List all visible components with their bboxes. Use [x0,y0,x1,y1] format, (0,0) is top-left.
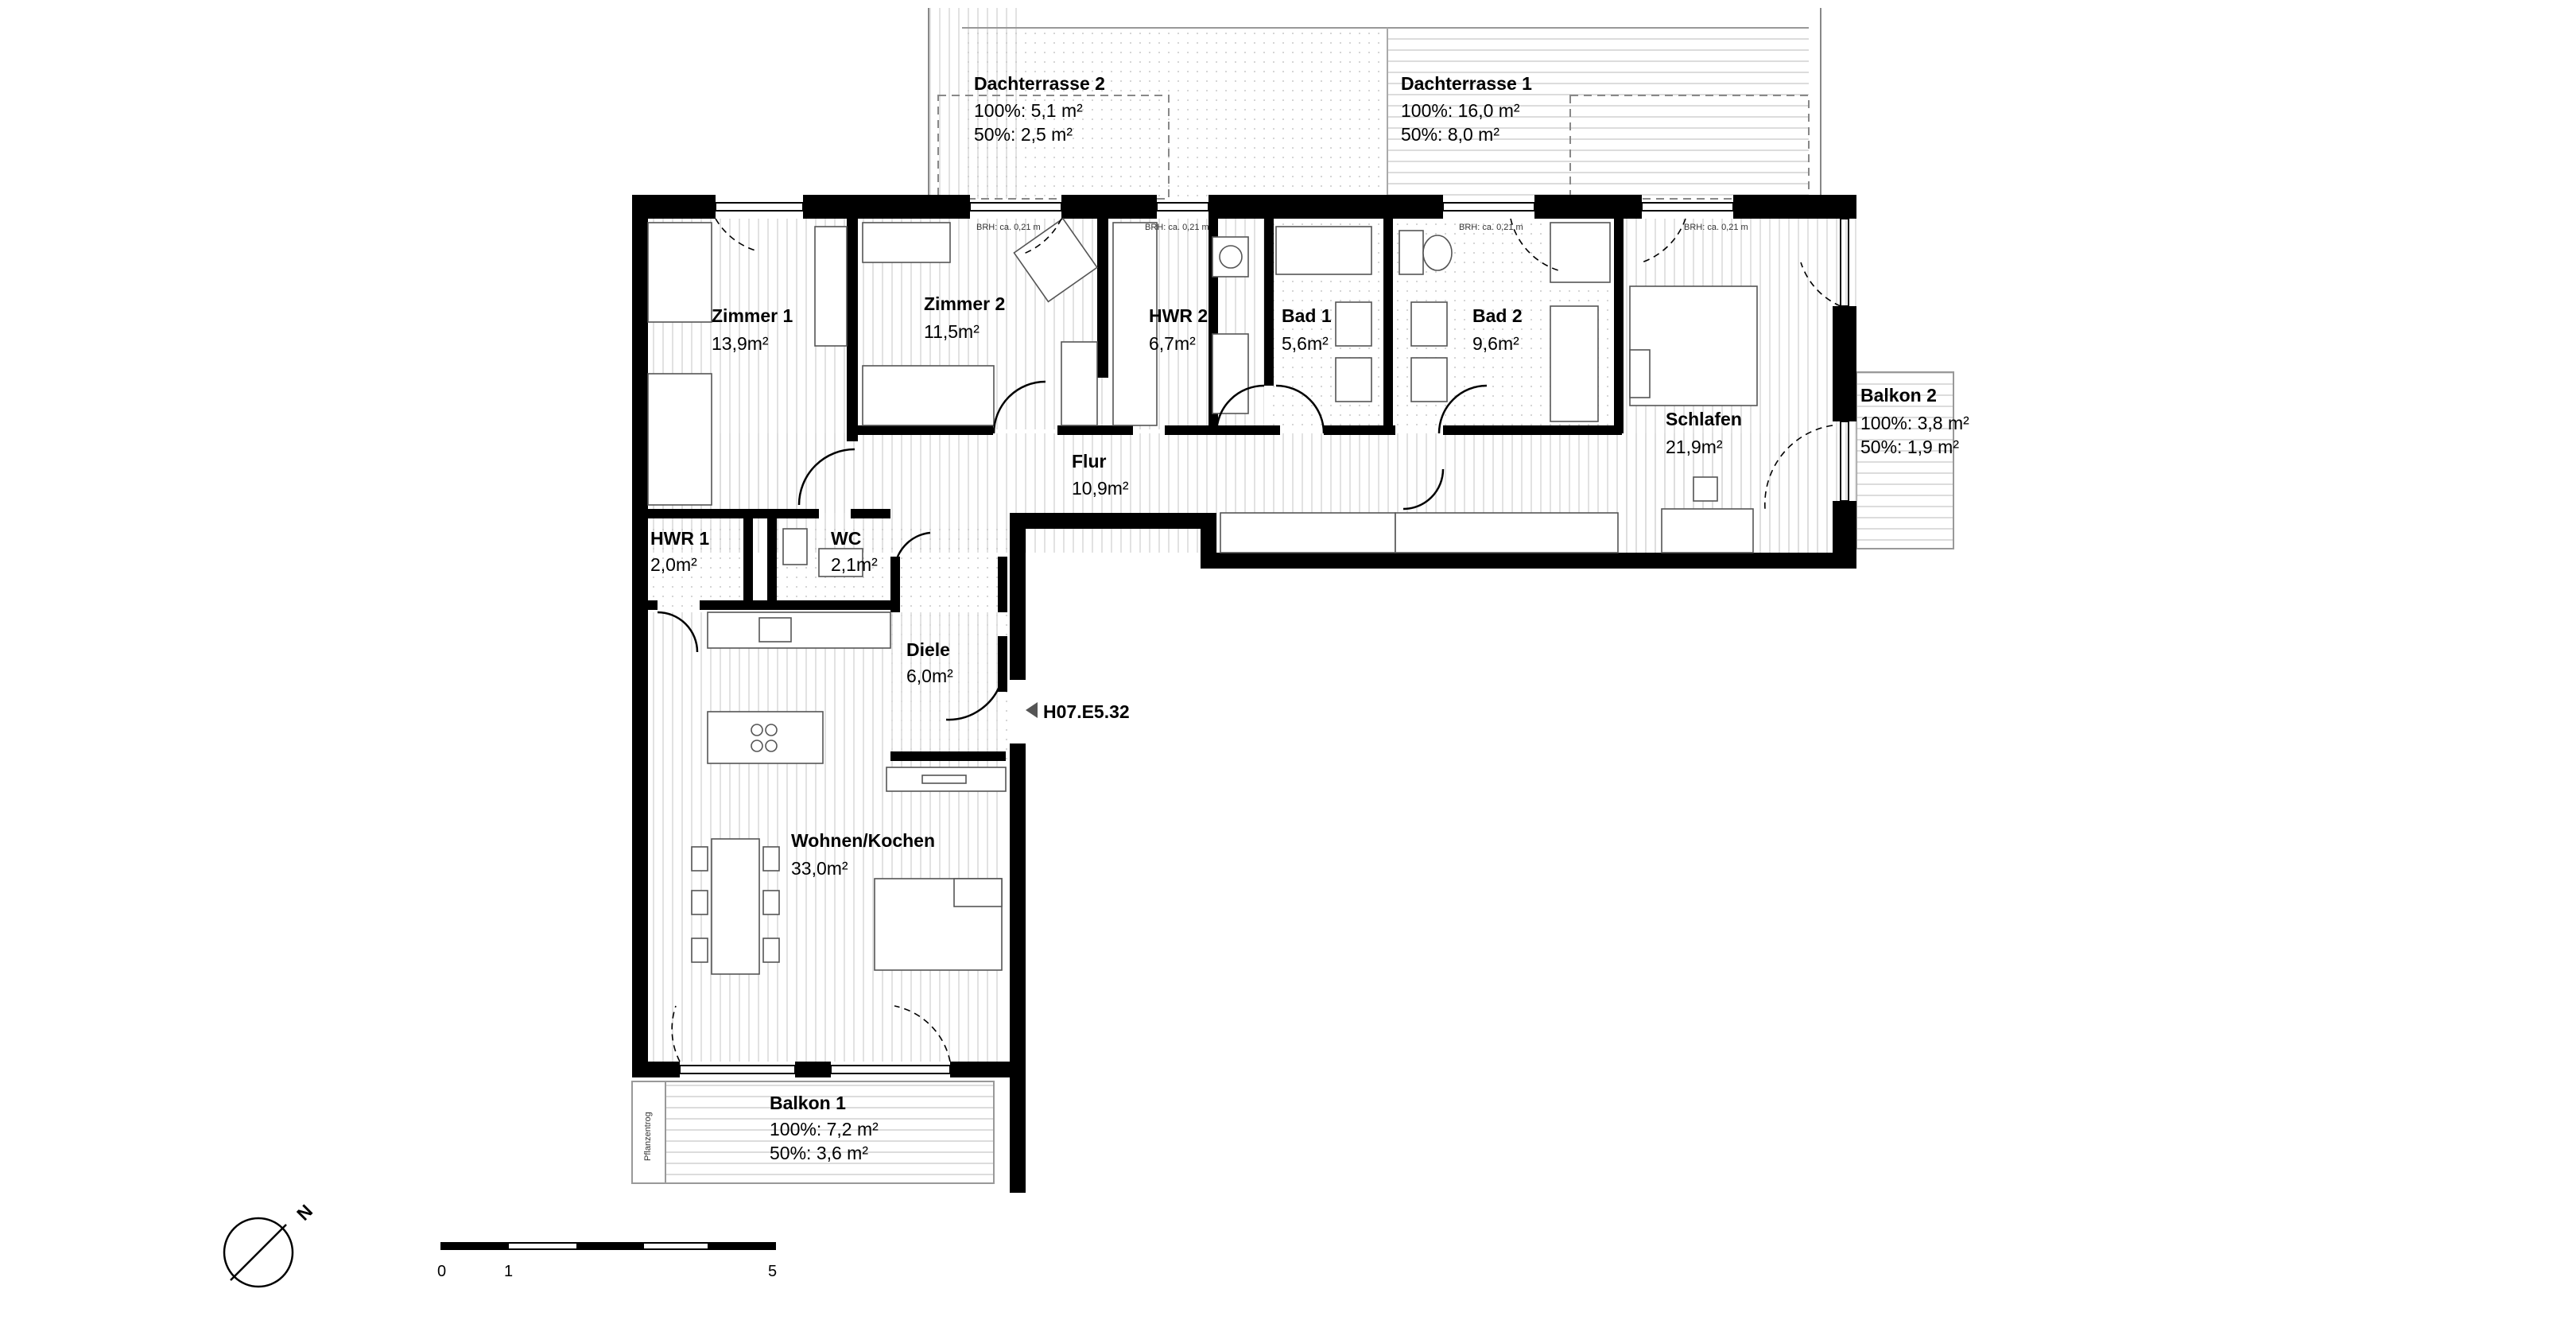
room-label-hwr2: HWR 2 6,7m² [1149,305,1208,354]
balkon2-area-half: 50%: 1,9 m² [1860,437,1959,457]
room-label-bad1: Bad 1 5,6m² [1282,305,1332,354]
balkon1-area-half: 50%: 3,6 m² [770,1143,868,1163]
zimmer2-area: 11,5m² [924,321,980,342]
bad1-name: Bad 1 [1282,305,1332,326]
scale-label: 1 [504,1263,513,1280]
hwr1-area: 2,0m² [650,554,697,575]
dachterrasse1-area-half: 50%: 8,0 m² [1401,124,1499,145]
balkon2-area-full: 100%: 3,8 m² [1860,413,1969,433]
room-label-hwr1: HWR 1 2,0m² [650,528,709,575]
room-label-balkon2: Balkon 2 100%: 3,8 m² 50%: 1,9 m² [1860,385,1969,457]
zimmer1-area: 13,9m² [712,333,769,354]
hwr2-name: HWR 2 [1149,305,1208,326]
wc-name: WC [831,528,861,549]
balkon1-area-full: 100%: 7,2 m² [770,1119,879,1139]
bad2-area: 9,6m² [1472,333,1519,354]
windows [679,202,1849,1074]
flur-area: 10,9m² [1072,478,1129,499]
room-label-diele: Diele 6,0m² [906,639,953,686]
hwr1-name: HWR 1 [650,528,709,549]
scale-label: 0 [437,1263,446,1280]
dachterrasse2-area-half: 50%: 2,5 m² [974,124,1073,145]
furniture [647,217,1758,975]
wohnen-area: 33,0m² [791,858,848,879]
north-arrow-icon: N [223,1201,316,1288]
brh-label: BRH: ca. 0,21 m [1684,223,1748,232]
scale-label: 5 [768,1263,777,1280]
brh-label: BRH: ca. 0,21 m [1145,223,1209,232]
dachterrasse2-area-full: 100%: 5,1 m² [974,100,1083,121]
walls [632,195,1856,1193]
schlafen-name: Schlafen [1666,409,1742,429]
room-label-dachterrasse1: Dachterrasse 1 100%: 16,0 m² 50%: 8,0 m² [1401,73,1532,145]
hwr2-area: 6,7m² [1149,333,1196,354]
room-label-wc: WC 2,1m² [831,528,878,575]
schlafen-area: 21,9m² [1666,437,1723,457]
diele-name: Diele [906,639,950,660]
bad1-area: 5,6m² [1282,333,1329,354]
doors [657,218,1841,1062]
room-label-zimmer2: Zimmer 2 11,5m² [924,293,1005,342]
wohnen-name: Wohnen/Kochen [791,830,935,851]
dachterrasse2-name: Dachterrasse 2 [974,73,1105,94]
unit-id: H07.E5.32 [1043,701,1130,722]
entrance-arrow-icon [1026,702,1038,718]
balcony-2-area [1856,371,1954,549]
dachterrasse1-area-full: 100%: 16,0 m² [1401,100,1520,121]
north-label: N [293,1201,316,1225]
brh-label: BRH: ca. 0,21 m [1459,223,1523,232]
room-label-schlafen: Schlafen 21,9m² [1666,409,1742,457]
room-label-zimmer1: Zimmer 1 13,9m² [712,305,793,354]
scale-bar: 0 1 5 [437,1242,777,1280]
room-label-balkon1: Balkon 1 100%: 7,2 m² 50%: 3,6 m² [770,1093,879,1163]
balkon1-name: Balkon 1 [770,1093,846,1113]
balkon2-name: Balkon 2 [1860,385,1937,406]
room-label-bad2: Bad 2 9,6m² [1472,305,1523,354]
bad2-name: Bad 2 [1472,305,1523,326]
room-label-wohnen: Wohnen/Kochen 33,0m² [791,830,935,879]
brh-label: BRH: ca. 0,21 m [976,223,1041,232]
room-label-dachterrasse2: Dachterrasse 2 100%: 5,1 m² 50%: 2,5 m² [974,73,1105,145]
diele-area: 6,0m² [906,666,953,686]
planter-note: Pflanzentrog [643,1112,653,1161]
roof-terrace-area [928,8,1821,200]
balcony-1-area [631,1081,995,1184]
wc-area: 2,1m² [831,554,878,575]
room-label-flur: Flur 10,9m² [1072,451,1129,499]
dachterrasse1-name: Dachterrasse 1 [1401,73,1532,94]
flur-name: Flur [1072,451,1106,472]
zimmer2-name: Zimmer 2 [924,293,1005,314]
zimmer1-name: Zimmer 1 [712,305,793,326]
floor-finish [648,219,1856,1062]
